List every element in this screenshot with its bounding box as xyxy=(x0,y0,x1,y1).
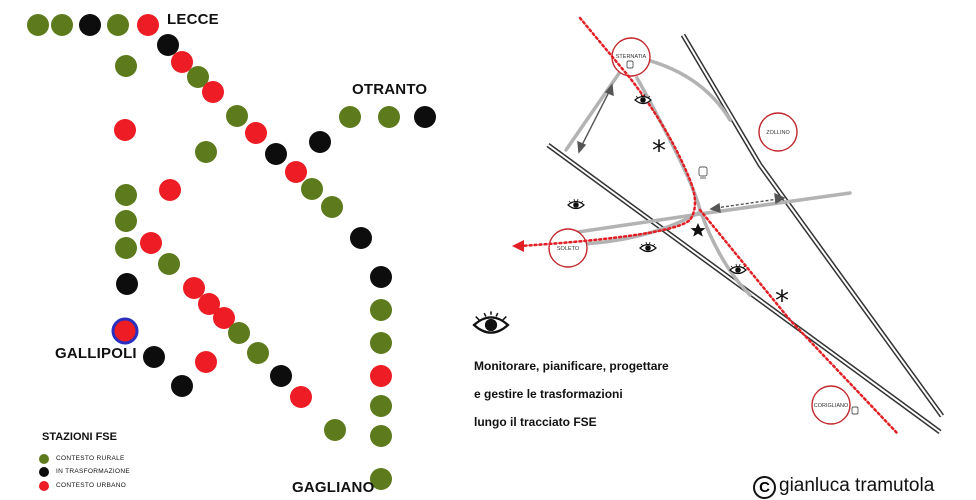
station-dot xyxy=(321,196,343,218)
message-text: Monitorare, pianificare, progettare e ge… xyxy=(474,345,669,443)
eye-icon xyxy=(639,241,657,253)
station-dot xyxy=(140,232,162,254)
station-dot xyxy=(265,143,287,165)
station-dot xyxy=(414,106,436,128)
station-dot xyxy=(195,141,217,163)
station-dot xyxy=(137,14,159,36)
city-label-gallipoli: GALLIPOLI xyxy=(55,345,137,362)
station-network xyxy=(27,14,436,491)
station-dot xyxy=(324,419,346,441)
station-dot xyxy=(157,34,179,56)
station-dot xyxy=(115,237,137,259)
legend-title: STAZIONI FSE xyxy=(42,431,117,443)
author-credit: gianluca tramutola xyxy=(779,475,935,496)
city-label-otranto: OTRANTO xyxy=(352,81,428,98)
legend-label-urban: CONTESTO URBANO xyxy=(56,482,127,489)
city-label-gagliano: GAGLIANO xyxy=(292,479,375,496)
station-dot xyxy=(339,106,361,128)
double-arrow-icon xyxy=(577,83,614,154)
station-dot xyxy=(115,55,137,77)
train-icon xyxy=(626,60,634,69)
legend-swatch-transforming xyxy=(39,467,49,477)
station-dot xyxy=(183,277,205,299)
station-dot xyxy=(350,227,372,249)
station-dot xyxy=(27,14,49,36)
station-dot xyxy=(370,425,392,447)
city-label-lecce: LECCE xyxy=(167,11,219,28)
message-line: Monitorare, pianificare, progettare xyxy=(474,359,669,373)
station-dot xyxy=(378,106,400,128)
town-label-sternatia: STERNATIA xyxy=(616,54,647,60)
station-dot xyxy=(115,184,137,206)
station-dot xyxy=(370,395,392,417)
train-icon xyxy=(698,166,708,179)
town-label-corigliano: CORIGLIANO xyxy=(814,403,849,409)
station-dot-gallipoli xyxy=(111,317,139,345)
station-dot xyxy=(245,122,267,144)
town-markers xyxy=(548,37,851,425)
double-arrow-icon xyxy=(709,192,786,214)
asterisk-icon: * xyxy=(652,134,666,167)
eye-icon xyxy=(567,198,585,210)
station-dot xyxy=(285,161,307,183)
station-dot xyxy=(370,266,392,288)
legend-label-transforming: IN TRASFORMAZIONE xyxy=(56,468,130,475)
observation-points xyxy=(567,93,747,275)
detail-map: STERNATIA ZOLLINO SOLETO CORIGLIANO xyxy=(472,16,945,435)
station-dot xyxy=(79,14,101,36)
station-dot xyxy=(158,253,180,275)
station-dot xyxy=(107,14,129,36)
station-dot xyxy=(195,351,217,373)
route-arrow-head xyxy=(512,240,524,252)
star-icon xyxy=(690,223,706,237)
station-dot xyxy=(228,322,250,344)
station-dot xyxy=(202,81,224,103)
town-label-zollino: ZOLLINO xyxy=(766,130,790,136)
fse-route xyxy=(518,16,899,435)
station-dot xyxy=(171,51,193,73)
station-dot xyxy=(370,365,392,387)
station-dot xyxy=(270,365,292,387)
station-dot xyxy=(301,178,323,200)
message-line: lungo il tracciato FSE xyxy=(474,415,597,429)
legend-swatch-urban xyxy=(39,481,49,491)
legend-label-rural: CONTESTO RURALE xyxy=(56,455,125,462)
town-label-soleto: SOLETO xyxy=(557,246,580,252)
town-corigliano xyxy=(811,385,851,425)
eye-icon xyxy=(729,263,747,275)
train-icon xyxy=(851,406,859,415)
station-dot xyxy=(114,119,136,141)
station-dot xyxy=(213,307,235,329)
station-dot xyxy=(370,332,392,354)
message-line: e gestire le trasformazioni xyxy=(474,387,623,401)
legend-swatch-rural xyxy=(39,454,49,464)
station-dot xyxy=(143,346,165,368)
town-zollino xyxy=(758,112,798,152)
station-dot xyxy=(187,66,209,88)
station-dot xyxy=(226,105,248,127)
station-dot xyxy=(171,375,193,397)
station-dot xyxy=(159,179,181,201)
copyright-icon: C xyxy=(753,476,776,499)
eye-icon xyxy=(472,311,510,334)
station-dot xyxy=(370,299,392,321)
station-dot xyxy=(247,342,269,364)
station-dot xyxy=(51,14,73,36)
station-dot xyxy=(116,273,138,295)
station-dot xyxy=(309,131,331,153)
eye-icon xyxy=(634,93,652,105)
station-dot xyxy=(115,210,137,232)
station-dot xyxy=(198,293,220,315)
asterisk-icon: * xyxy=(775,284,789,317)
station-dot xyxy=(290,386,312,408)
station-dot xyxy=(370,468,392,490)
town-soleto xyxy=(548,228,588,268)
